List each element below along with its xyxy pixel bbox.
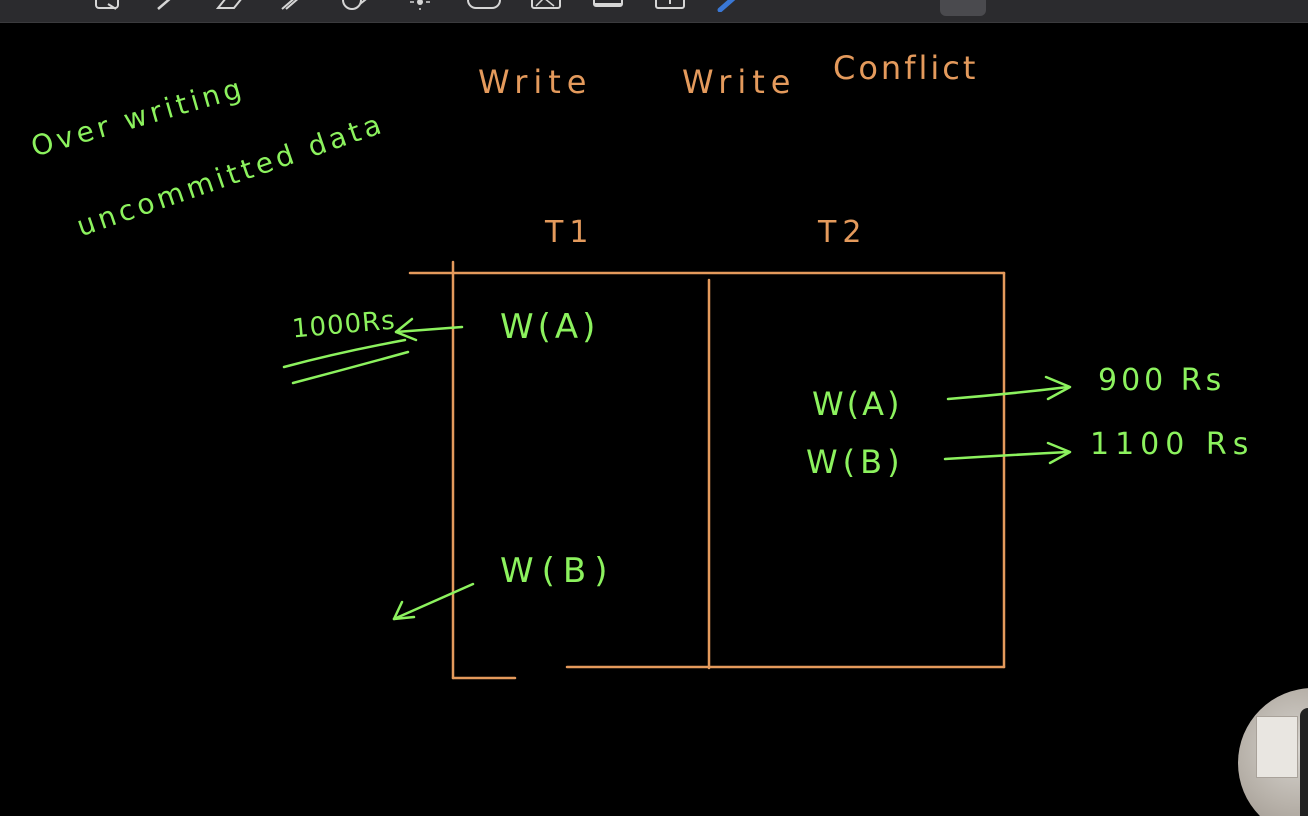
text-icon[interactable]	[466, 0, 502, 10]
pen-color-icon[interactable]	[716, 0, 742, 12]
column-header-t1: T1	[545, 215, 595, 250]
lasso-icon[interactable]	[94, 0, 122, 10]
shapes-icon[interactable]	[340, 0, 374, 10]
webcam-overlay	[1238, 688, 1308, 816]
eraser-icon[interactable]	[214, 0, 244, 10]
webcam-background-shelf	[1256, 716, 1298, 778]
title-conflict: Conflict	[833, 49, 979, 87]
webcam-presenter	[1300, 708, 1308, 816]
image-icon[interactable]	[530, 0, 562, 10]
drawing-toolbar	[0, 0, 1308, 23]
drawing-canvas[interactable]: Write Write Conflict Over writing uncomm…	[0, 22, 1308, 816]
highlighter-icon[interactable]	[278, 0, 304, 10]
arrow-right-b-line	[943, 450, 1070, 461]
underline-2	[291, 350, 410, 385]
t2-write-b: W(B)	[806, 443, 905, 481]
pen-icon[interactable]	[154, 0, 178, 10]
column-header-t2: T2	[818, 215, 868, 250]
t1-write-a: W(A)	[500, 307, 600, 347]
arrow-right-a-line	[946, 385, 1070, 401]
more-tools-button[interactable]	[940, 0, 986, 16]
arrow-right-b-head	[1046, 441, 1072, 465]
value-a-900: 900 Rs	[1098, 363, 1226, 398]
title-write-1: Write	[478, 63, 593, 101]
laser-icon[interactable]	[406, 0, 434, 10]
camera-icon[interactable]	[592, 0, 624, 10]
arrow-left-top-head	[394, 317, 418, 342]
arrow-left-bottom-line	[392, 582, 475, 621]
arrow-right-a-head	[1044, 375, 1072, 401]
t1-write-b: W(B)	[500, 551, 616, 591]
transaction-table-lines	[282, 260, 1072, 680]
add-page-icon[interactable]	[654, 0, 686, 10]
t2-write-a: W(A)	[812, 385, 903, 423]
arrow-left-bottom-head	[392, 600, 416, 621]
arrow-left-top-line	[394, 325, 464, 334]
title-write-2: Write	[682, 63, 797, 101]
underline-1	[282, 338, 407, 369]
value-b-1100: 1100 Rs	[1090, 427, 1255, 462]
